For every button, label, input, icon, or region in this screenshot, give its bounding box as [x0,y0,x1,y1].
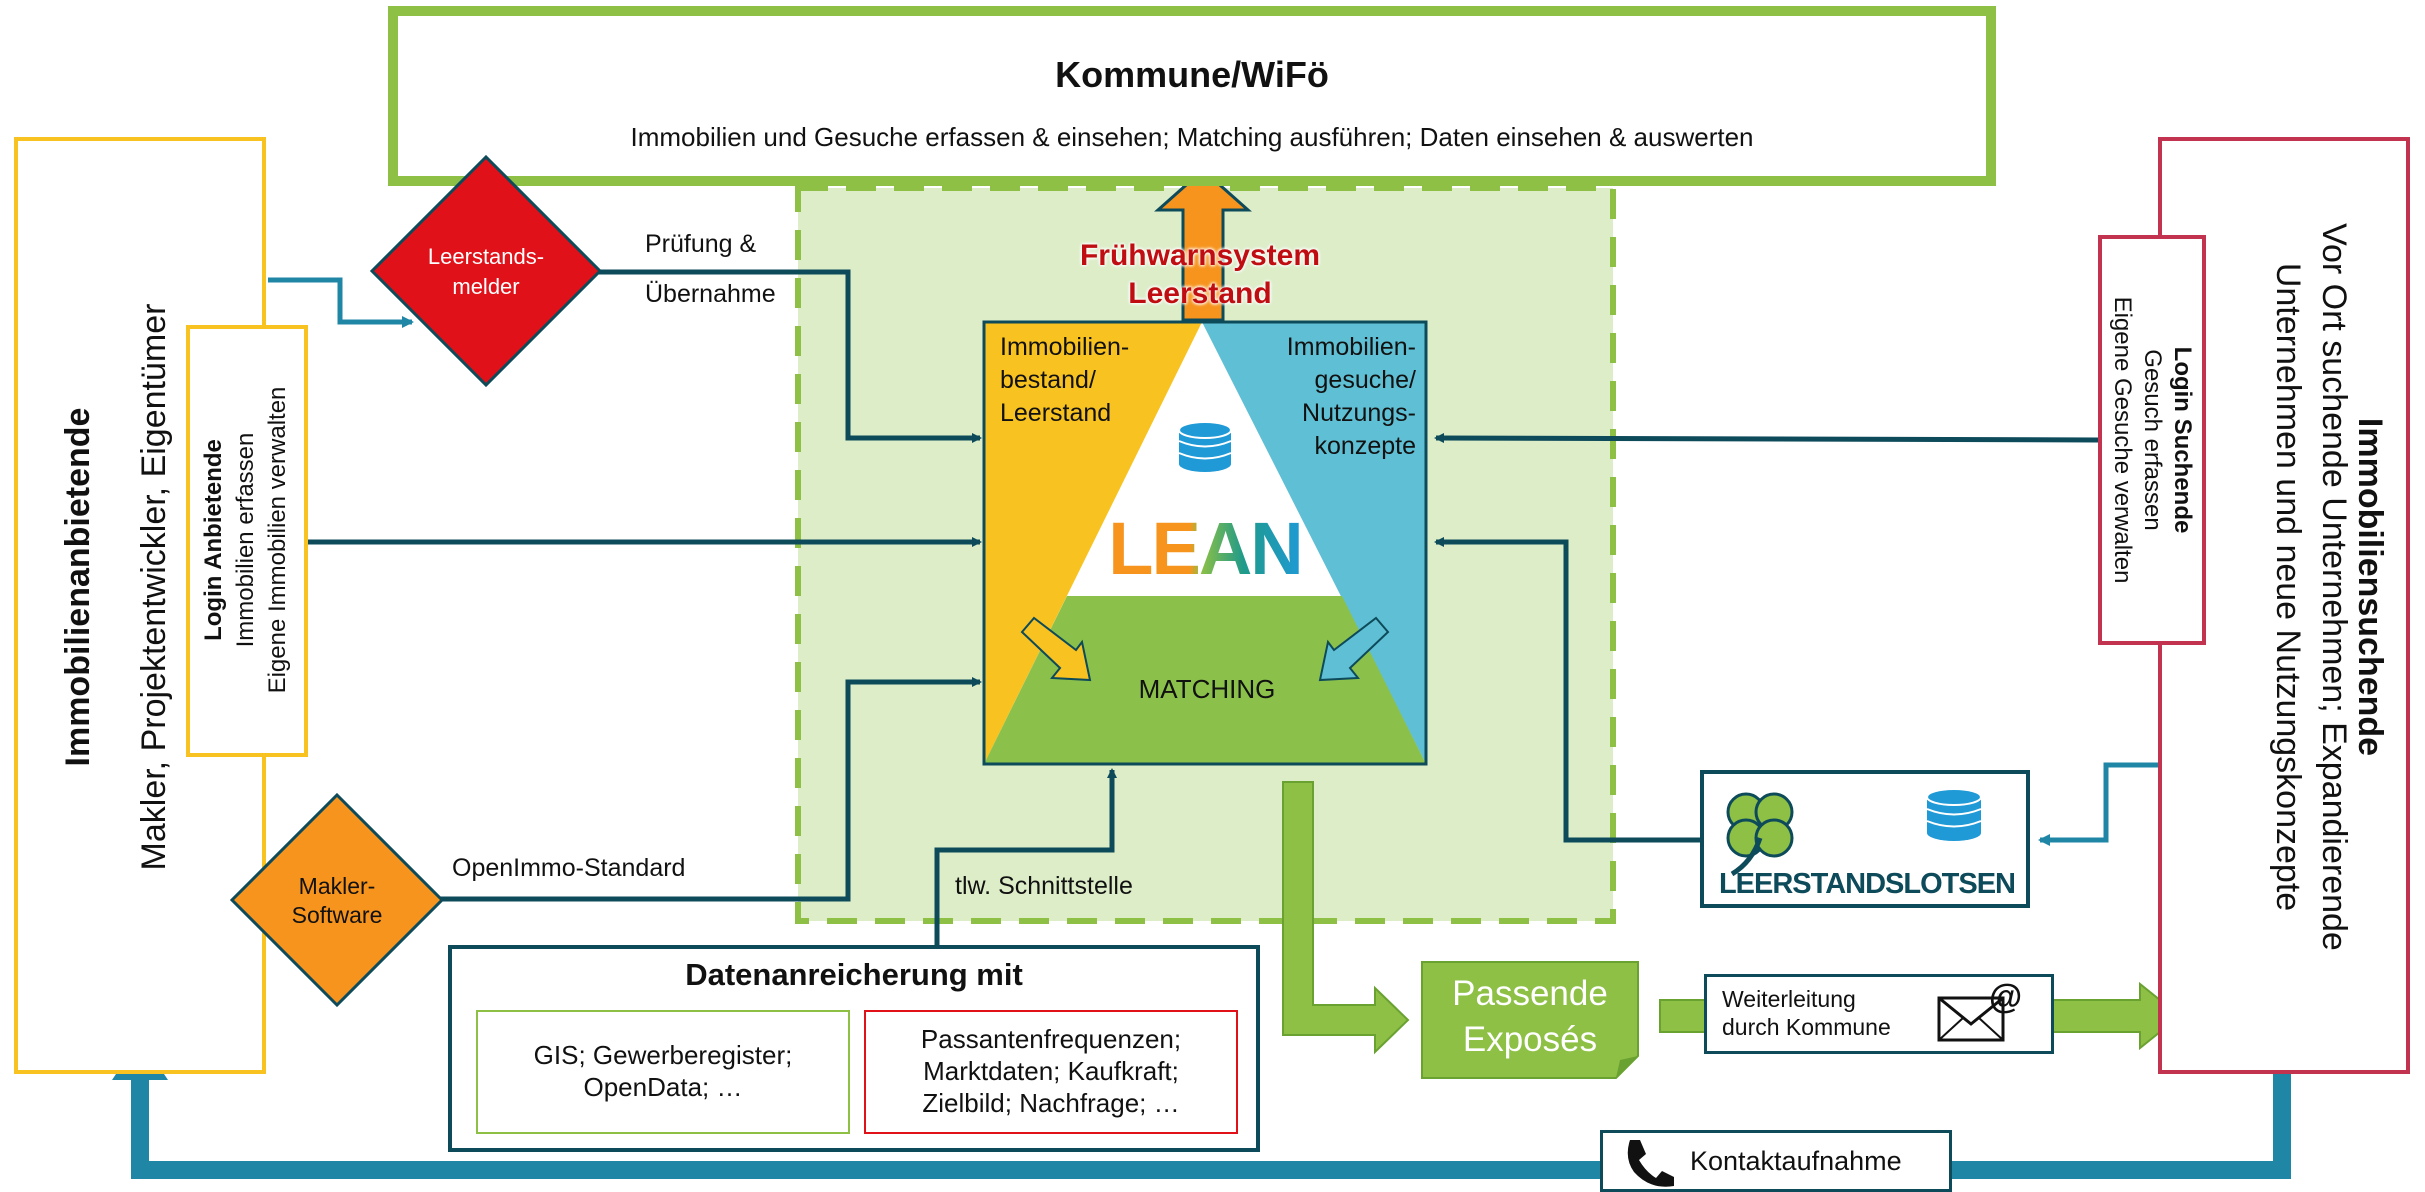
suchende-lotsen-connector [2038,762,2184,846]
anbieter-melder-connector [268,277,414,328]
lean-logo-text: LEAN [1108,506,1303,590]
daten-left-box [476,1010,850,1134]
fruehwarn-line1: Frühwarnsystem [1079,239,1321,272]
expose-weiterleitung-bar [1659,999,1711,1033]
lotsen-label: LEERSTANDSLOTSEN [1718,867,2016,900]
daten-right-line1: Passantenfrequenzen; [920,1023,1182,1054]
kontakt-label: Kontaktaufnahme [1690,1146,1902,1176]
kommune-box: Kommune/WiFö Immobilien und Gesuche erfa… [388,6,1996,186]
login-anbieter-title: Login Anbietende [200,439,227,641]
daten-left-line1: GIS; Gewerberegister; [533,1039,793,1070]
lean-logo: LEAN [1108,506,1303,590]
openimmo-label: OpenImmo-Standard [452,854,686,882]
pruefung-line2: Übernahme [645,280,776,308]
daten-right-line2: Marktdaten; Kaufkraft; [923,1055,1179,1086]
clover-icon [1726,792,1794,877]
lotsen-database-icon [1926,788,1982,841]
daten-right-line3: Zielbild; Nachfrage; … [922,1087,1180,1118]
core-left-line1: Immobilien- [1000,333,1130,361]
login-suchende-line1: Gesuch erfassen [2139,349,2166,531]
login-anbieter-box[interactable] [186,325,308,757]
leerstandsmelder-diamond[interactable] [370,155,602,387]
core-left-line2: bestand/ [1000,366,1096,394]
anbieter-subtitle: Makler, Projektentwickler, Eigentümer [135,303,173,871]
arrow-right-down-icon [1020,616,1092,682]
openimmo-connector [338,677,982,902]
kontakt-return-arrow [131,1070,2291,1179]
schnittstelle-connector [934,768,1117,945]
login-anbieter-line2: Eigene Immobilien verwalten [264,386,291,694]
pruefung-line1: Prüfung & [645,230,757,258]
daten-right-box [864,1010,1238,1134]
leerstandsmelder-line1: Leerstands- [427,244,545,269]
fruehwarn-line2: Leerstand [1128,277,1272,310]
database-icon [1178,421,1232,472]
weiterleitung-line1: Weiterleitung [1722,986,1856,1012]
matching-label: MATCHING [1138,673,1276,704]
suchende-subtitle-line2: Unternehmen und neue Nutzungskonzepte [2269,262,2307,912]
login-suchende-line2: Eigene Gesuche verwalten [2109,296,2136,584]
arrow-left-down-icon [1318,616,1390,682]
core-matching-square [982,320,1428,766]
core-right-line4: konzepte [1314,432,1416,460]
exposes-line2: Exposés [1462,1020,1598,1059]
suchende-subtitle-line1: Vor Ort suchende Unternehmen; Expandiere… [2315,223,2353,951]
core-right-line3: Nutzungs- [1302,399,1416,427]
daten-left-line2: OpenData; … [583,1071,743,1102]
login-anbieter-line1: Immobilien erfassen [232,432,259,648]
schnittstelle-label: tlw. Schnittstelle [955,872,1133,900]
core-left-line3: Leerstand [1000,399,1112,427]
core-right-line2: gesuche/ [1314,366,1416,394]
leerstandsmelder-line2: melder [452,274,520,299]
fruehwarn-arrow [1154,167,1252,322]
makler-line2: Software [291,901,383,928]
pruefung-connector [598,269,982,443]
makler-line1: Makler- [298,872,376,899]
core-right-line1: Immobilien- [1286,333,1416,361]
phone-icon [1627,1140,1674,1187]
kommune-title: Kommune/WiFö [1055,54,1329,95]
suchende-core-connector [1434,433,2099,444]
email-icon: @ [1937,978,2022,1042]
kommune-subtitle: Immobilien und Gesuche erfassen & einseh… [630,122,1754,152]
login-suchende-title: Login Suchende [2169,346,2196,534]
svg-text:@: @ [1989,978,2022,1016]
anbieter-title: Immobilienanbietende [59,407,97,767]
exposes-box[interactable] [1420,960,1640,1080]
lotsen-core-connector [1434,537,1704,843]
exposes-line1: Passende [1452,974,1608,1013]
weiterleitung-line2: durch Kommune [1722,1014,1891,1040]
login-suchende-box[interactable] [2098,235,2206,645]
datenanreicherung-title: Datenanreicherung mit [685,957,1023,992]
makler-diamond[interactable] [230,793,444,1007]
matching-expose-arrow [1282,781,1410,1055]
